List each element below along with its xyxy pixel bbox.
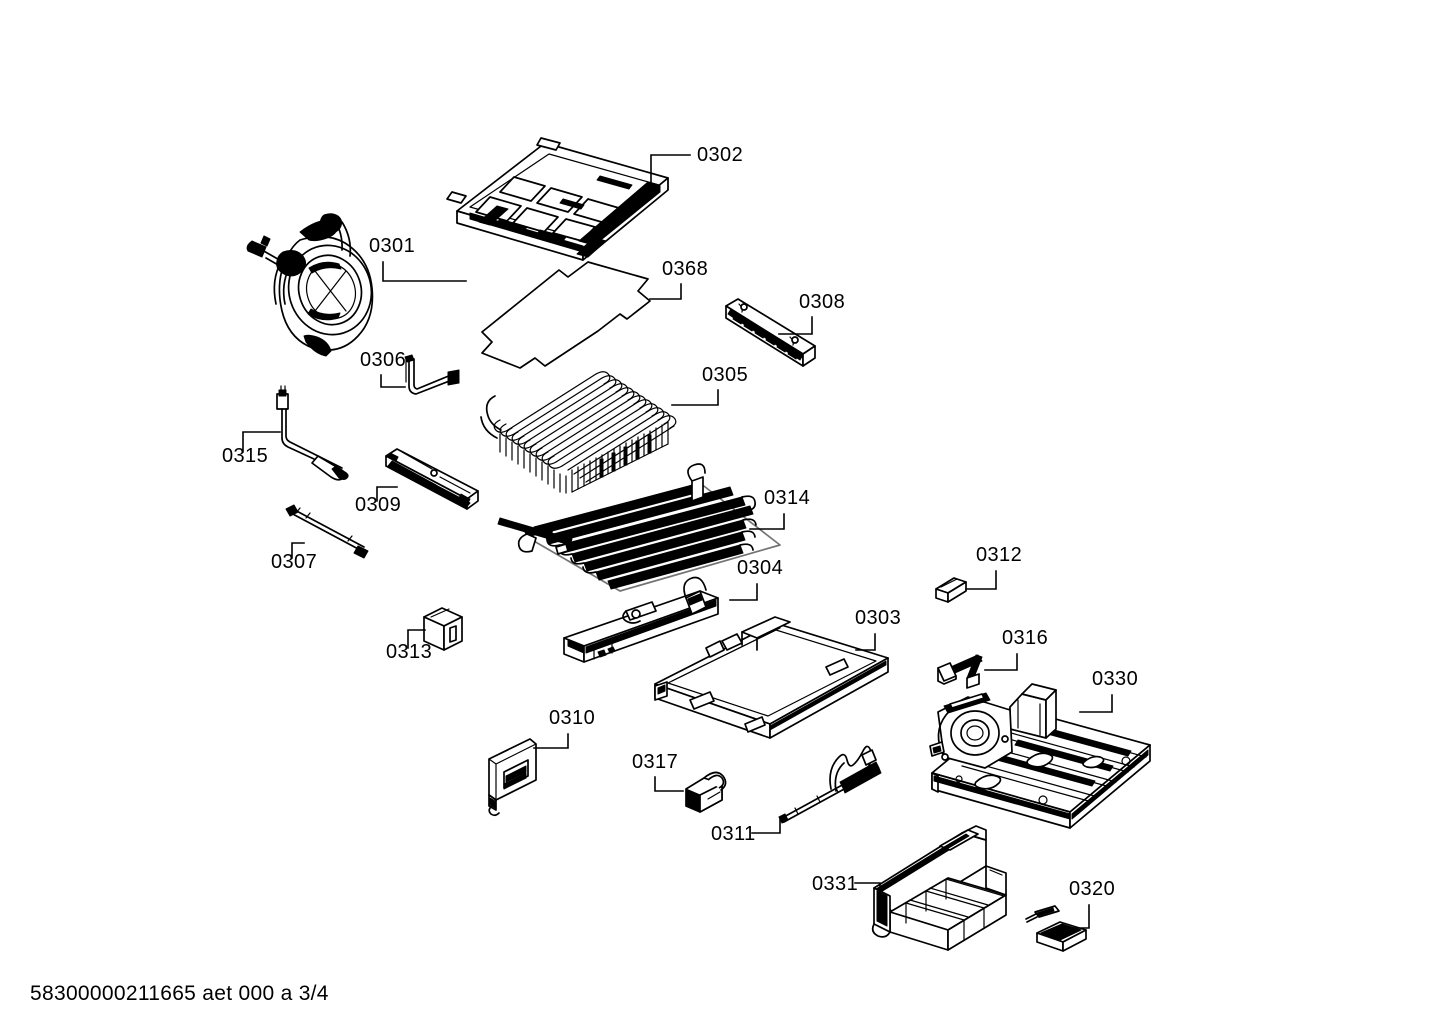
part-label-0310: 0310 — [549, 707, 595, 729]
part-0303-drip-tray — [654, 616, 889, 739]
label-leader-0301: 0301 — [369, 235, 467, 282]
label-leader-0314: 0314 — [749, 487, 810, 530]
part-label-0305: 0305 — [702, 364, 748, 386]
label-leader-0368: 0368 — [649, 258, 708, 300]
part-label-0303: 0303 — [855, 607, 901, 629]
part-label-0311: 0311 — [711, 823, 756, 845]
part-0310-mounting-plate — [488, 738, 537, 817]
part-label-0330: 0330 — [1092, 668, 1138, 690]
label-leader-0311: 0311 — [711, 817, 781, 845]
part-0317-retaining-clip — [685, 771, 727, 813]
part-0368-insulation-sheet — [481, 261, 651, 369]
part-0304-drain-gutter-channel — [563, 576, 719, 663]
part-0308-terminal-connector-block — [725, 298, 816, 367]
part-label-0306: 0306 — [360, 349, 406, 371]
part-0316-wire-clip — [937, 654, 983, 689]
part-0320-wire-terminal-pair — [1025, 905, 1087, 952]
part-label-0315: 0315 — [222, 445, 268, 467]
label-leader-0306: 0306 — [360, 349, 406, 388]
part-label-0309: 0309 — [355, 494, 401, 516]
part-label-0308: 0308 — [799, 291, 845, 313]
part-0313-grommet-bushing — [423, 607, 463, 651]
part-label-0304: 0304 — [737, 557, 783, 579]
label-leader-0330: 0330 — [1079, 668, 1138, 713]
label-leader-0305: 0305 — [671, 364, 748, 406]
label-leader-0315: 0315 — [222, 431, 281, 467]
part-label-0307: 0307 — [271, 551, 317, 573]
part-label-0302: 0302 — [697, 144, 743, 166]
label-leader-0302: 0302 — [650, 144, 743, 187]
part-label-0331: 0331 — [812, 873, 858, 895]
part-0315-temperature-sensor — [276, 385, 349, 481]
label-leader-0309: 0309 — [355, 486, 401, 516]
label-leader-0331: 0331 — [812, 873, 881, 899]
label-leader-0308: 0308 — [778, 291, 845, 335]
label-leader-0317: 0317 — [632, 751, 684, 792]
part-label-0313: 0313 — [386, 641, 432, 663]
part-label-0312: 0312 — [976, 544, 1022, 566]
part-label-0368: 0368 — [662, 258, 708, 280]
part-0331-air-duct-channel — [871, 825, 1007, 951]
part-0302-evaporator-cover-panel — [446, 137, 669, 261]
part-label-0320: 0320 — [1069, 878, 1115, 900]
part-0301-fan-motor-assembly — [246, 213, 374, 357]
label-leader-0313: 0313 — [386, 629, 432, 663]
label-leader-0303: 0303 — [855, 607, 901, 651]
part-0305-evaporator-coil — [480, 371, 677, 494]
part-label-0316: 0316 — [1002, 627, 1048, 649]
label-leader-0304: 0304 — [729, 557, 783, 601]
part-0307-support-rod — [285, 504, 369, 559]
label-leader-0320: 0320 — [1063, 878, 1115, 929]
part-label-0317: 0317 — [632, 751, 678, 773]
label-leader-0307: 0307 — [271, 542, 317, 573]
part-0306-wire-retainer-bracket — [404, 354, 460, 395]
part-label-0314: 0314 — [764, 487, 810, 509]
label-leader-0312: 0312 — [965, 544, 1022, 590]
part-label-0301: 0301 — [369, 235, 415, 257]
footer-document-id: 58300000211665 aet 000 a 3/4 — [30, 982, 329, 1005]
part-0309-rail-bracket — [385, 448, 479, 510]
label-leader-0310: 0310 — [533, 707, 595, 749]
part-0312-spacer-block — [935, 577, 967, 603]
part-0314-defrost-heater-element — [497, 463, 781, 592]
label-leader-0316: 0316 — [984, 627, 1048, 671]
part-0330-base-tray-with-fan-housing — [929, 683, 1151, 829]
part-0311-heater-probe-rod — [778, 745, 882, 824]
